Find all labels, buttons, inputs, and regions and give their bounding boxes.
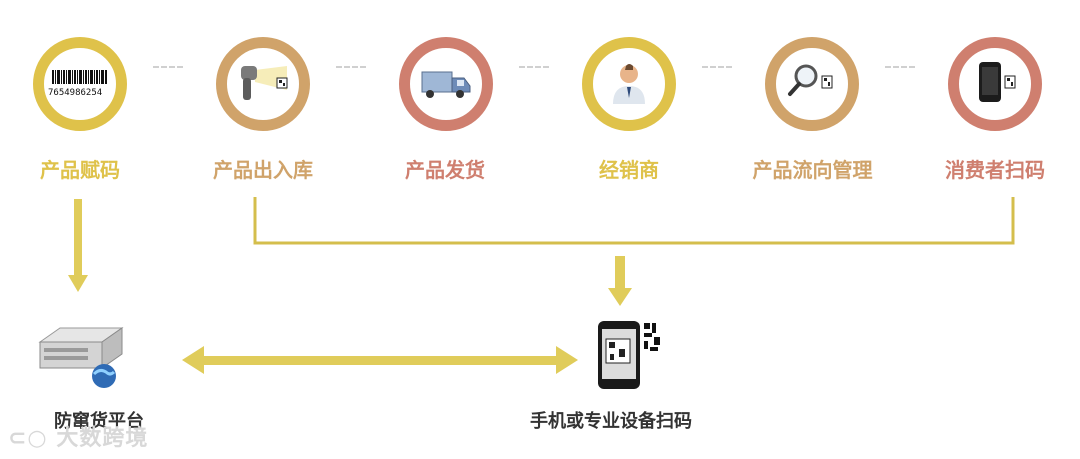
- step-label-coding: 产品赋码: [40, 158, 120, 182]
- step-label-dealer: 经销商: [599, 158, 659, 182]
- connector-dash: [702, 66, 732, 68]
- phone-qrcode-icon: [979, 62, 1016, 102]
- down-arrow-to-platform: [68, 199, 88, 292]
- connector-dash: [153, 66, 183, 68]
- step-circle-coding: 7654986254: [33, 37, 127, 131]
- server-icon: [38, 327, 124, 388]
- device-label: 手机或专业设备扫码: [530, 411, 692, 432]
- barcode-number: 7654986254: [48, 88, 103, 98]
- scanner-icon: [241, 66, 288, 100]
- platform-label: 防窜货平台: [54, 411, 144, 432]
- step-label-warehouse: 产品出入库: [213, 158, 313, 182]
- step-label-shipping: 产品发货: [405, 158, 485, 182]
- watermark-text: 大数跨境: [56, 426, 149, 451]
- down-arrow-to-device: [608, 256, 632, 306]
- scanning-phone-icon: [598, 321, 660, 389]
- step-circle-warehouse: [216, 37, 310, 131]
- watermark-logo-icon: ⊂○: [8, 426, 48, 451]
- connector-dash: [519, 66, 549, 68]
- truck-icon: [421, 71, 471, 98]
- step-label-consumer-scan: 消费者扫码: [945, 158, 1045, 182]
- magnifier-qrcode-icon: [788, 64, 833, 96]
- barcode-icon: [52, 70, 107, 84]
- step-circle-shipping: [399, 37, 493, 131]
- dealer-person-icon: [613, 64, 645, 104]
- step-circle-consumer-scan: [948, 37, 1042, 131]
- double-arrow: [182, 346, 578, 374]
- connector-dash: [336, 66, 366, 68]
- step-circle-dealer: [582, 37, 676, 131]
- connector-dash: [885, 66, 915, 68]
- step-label-flow-management: 产品流向管理: [752, 158, 873, 182]
- watermark: ⊂○ 大数跨境: [8, 420, 148, 452]
- bracket-line: [253, 197, 1015, 245]
- step-circle-flow-management: [765, 37, 859, 131]
